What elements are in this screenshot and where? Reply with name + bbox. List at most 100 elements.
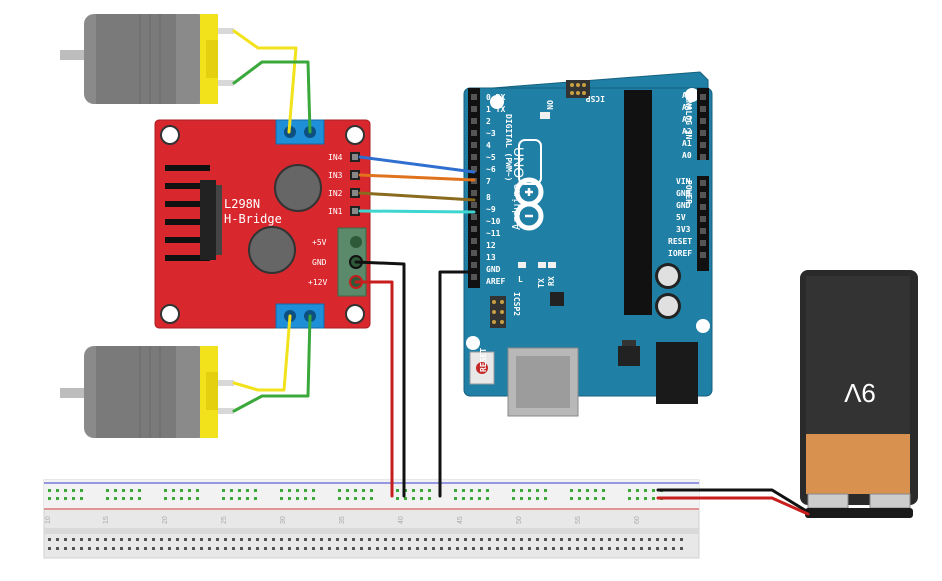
pin-hole [700,228,706,234]
pin-hole [471,226,477,232]
wire-in2 [358,191,476,202]
reset-label: RESET [479,348,488,372]
breadboard-hole [370,489,373,492]
breadboard-hole [264,547,267,550]
pin-in1-label: IN1 [328,207,343,216]
breadboard-hole [470,497,473,500]
breadboard-hole [576,538,579,541]
breadboard-hole [192,538,195,541]
breadboard-hole [384,547,387,550]
breadboard-hole [230,489,233,492]
breadboard-hole [454,497,457,500]
uno-label: UNO [511,147,527,178]
breadboard-hole [304,547,307,550]
digital-pin-label: ~10 [486,217,501,226]
breadboard-hole [432,538,435,541]
pin-hole [471,130,477,136]
breadboard-hole [640,538,643,541]
arduino-logo [514,177,544,231]
pin-hole [471,262,477,268]
breadboard-hole [338,497,341,500]
breadboard-hole [608,547,611,550]
breadboard-hole [360,547,363,550]
breadboard-hole [636,497,639,500]
breadboard-hole [246,489,249,492]
breadboard-hole [544,489,547,492]
battery-label: 9V [843,378,875,408]
breadboard-hole [64,489,67,492]
breadboard-hole [256,547,259,550]
breadboard-hole [672,547,675,550]
breadboard-hole [496,547,499,550]
breadboard-hole [254,497,257,500]
analog-pin-label: A2 [682,127,692,136]
breadboard-hole [624,538,627,541]
breadboard-hole [376,547,379,550]
breadboard-hole [48,489,51,492]
breadboard-hole [56,538,59,541]
hbridge-title: L298N [224,197,260,211]
breadboard-hole [328,547,331,550]
breadboard-hole [160,547,163,550]
breadboard-hole [680,547,683,550]
bb-num: 10 [45,516,52,524]
pin-hole [700,252,706,258]
breadboard-hole [488,538,491,541]
l-led-label: L [518,275,523,284]
breadboard-hole [536,547,539,550]
wire-motor-bottom-yellow [232,314,292,392]
breadboard-hole [96,538,99,541]
pin-12v-label: +12V [308,278,327,287]
breadboard-hole [424,547,427,550]
breadboard-hole [632,547,635,550]
digital-pin-holes [471,94,477,280]
breadboard-hole [248,547,251,550]
breadboard-hole [570,489,573,492]
breadboard-hole [440,547,443,550]
breadboard-hole [80,547,83,550]
breadboard-hole [528,547,531,550]
digital-pin-label: ~11 [486,229,501,238]
breadboard-hole [248,538,251,541]
breadboard-hole [408,538,411,541]
breadboard-hole [354,489,357,492]
bb-num: 50 [516,516,523,524]
breadboard-hole [208,547,211,550]
power-pin-label: 3V3 [676,225,691,234]
breadboard-hole [280,538,283,541]
on-label: ON [545,100,554,110]
breadboard-hole [608,538,611,541]
digital-pin-label: ~9 [486,205,496,214]
breadboard-hole [288,538,291,541]
breadboard-hole [586,489,589,492]
breadboard-hole [552,547,555,550]
breadboard-hole [200,538,203,541]
pin-hole [471,142,477,148]
breadboard-hole [104,547,107,550]
breadboard-hole [602,497,605,500]
breadboard-hole [238,489,241,492]
pin-in2-label: IN2 [328,189,343,198]
breadboard-hole [352,538,355,541]
breadboard: 10 15 20 25 30 35 40 45 50 55 60 [43,479,700,559]
breadboard-hole [312,547,315,550]
pin-hole [700,240,706,246]
digital-pin-label: 13 [486,253,496,262]
breadboard-hole [504,547,507,550]
digital-pin-label: 0 RX [486,93,505,102]
analog-pin-label: A1 [682,139,692,148]
breadboard-hole [486,489,489,492]
pin-hole [471,154,477,160]
reset-button[interactable] [469,351,495,385]
breadboard-hole [488,547,491,550]
bb-num: 20 [162,516,169,524]
breadboard-hole [544,547,547,550]
breadboard-hole [512,538,515,541]
digital-label: DIGITAL (PWM~) [504,114,513,181]
pin-hole [471,202,477,208]
breadboard-hole [528,497,531,500]
bb-num: 30 [280,516,287,524]
breadboard-hole [578,489,581,492]
breadboard-hole [352,547,355,550]
rx-led-label: RX [547,276,556,286]
